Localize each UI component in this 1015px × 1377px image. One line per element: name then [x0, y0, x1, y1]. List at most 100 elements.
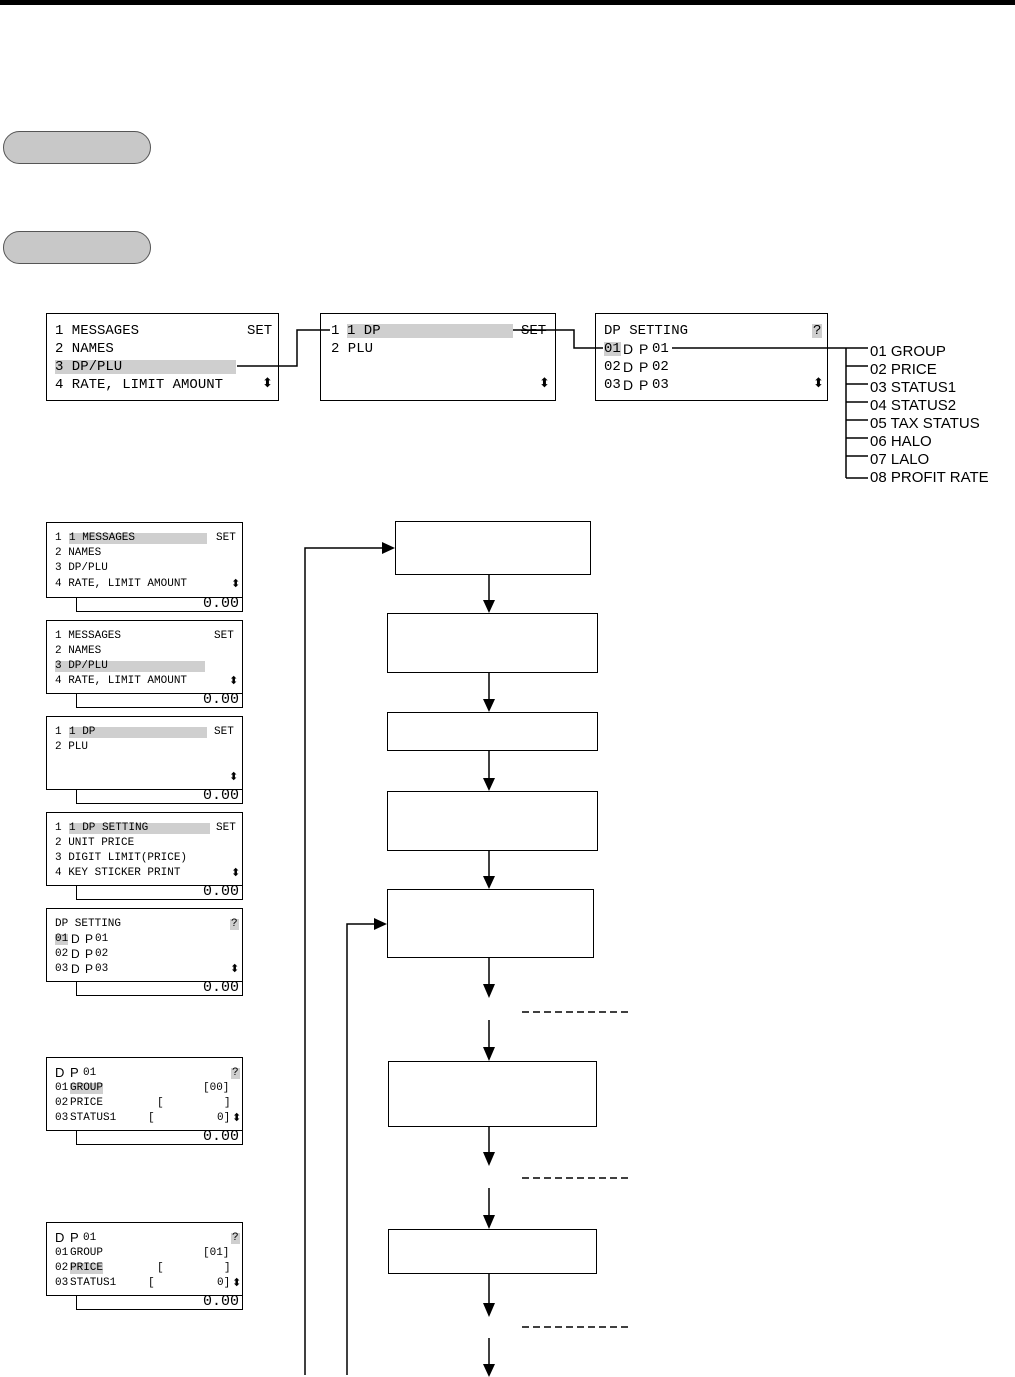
menu-line-prefix: 1 [55, 726, 69, 738]
item-status2: 04 STATUS2 [870, 397, 957, 414]
amount-tray: 0.00 [76, 980, 243, 996]
row-name-selected: GROUP [70, 1082, 104, 1094]
row-code: 03 [652, 377, 669, 393]
row-label: D P [623, 377, 650, 393]
flow-step-7 [388, 1229, 597, 1274]
row-bracket-close: 0] [217, 1277, 231, 1289]
row-bracket-close: ] [224, 1262, 231, 1274]
menu-line: 1 MESSAGES [55, 630, 122, 642]
menu-line: 2 NAMES [55, 341, 114, 357]
menu-line: 2 NAMES [55, 547, 102, 559]
section-tab-1 [3, 131, 151, 164]
amount-tray: 0.00 [76, 1294, 243, 1310]
row-label: D P [623, 359, 650, 375]
row-code: 02 [95, 948, 109, 960]
row-code: 03 [95, 963, 109, 975]
scroll-arrows-icon: ⬍ [229, 770, 239, 783]
amount-tray: 0.00 [76, 692, 243, 708]
menu-line-selected: 3 DP/PLU [55, 661, 205, 672]
lcd-screen-4: 1 1 DP SETTING SET 2 UNIT PRICE 3 DIGIT … [46, 812, 243, 886]
menu-line-selected: 3 DP/PLU [55, 360, 236, 374]
lcd-screen-7: D P 01 ? 01 GROUP [01] 02 PRICE [ ] 03 S… [46, 1222, 243, 1296]
screen-title-label: D P [55, 1230, 80, 1245]
amount-tray: 0.00 [76, 884, 243, 900]
screen-title-label: D P [55, 1065, 80, 1080]
menu-line: 4 RATE, LIMIT AMOUNT [55, 377, 224, 393]
row-number: 02 [55, 948, 69, 960]
scroll-arrows-icon: ⬍ [229, 674, 239, 687]
screen-title-code: 01 [83, 1232, 97, 1244]
item-price: 02 PRICE [870, 361, 937, 378]
menu-line-prefix: 1 [331, 323, 348, 339]
menu-line: 2 PLU [331, 341, 374, 357]
scroll-arrows-icon: ⬍ [230, 962, 240, 975]
menu-line: 2 PLU [55, 741, 89, 753]
row-label: D P [71, 947, 95, 961]
row-number: 01 [604, 341, 621, 357]
set-label: SET [216, 532, 236, 544]
menu-line-prefix: 1 [55, 822, 69, 834]
screen-title-code: 01 [83, 1067, 97, 1079]
item-profit-rate: 08 PROFIT RATE [870, 469, 989, 486]
set-label: SET [521, 323, 547, 339]
flow-step-6 [388, 1061, 597, 1127]
help-icon: ? [812, 323, 823, 339]
item-tax-status: 05 TAX STATUS [870, 415, 980, 432]
connector-root-to-dpplu [237, 329, 330, 367]
row-number: 03 [55, 963, 69, 975]
top-rule [0, 0, 1015, 5]
connector-dpplu-to-setting [513, 329, 603, 349]
lcd-root-menu: 1 MESSAGES SET 2 NAMES 3 DP/PLU 4 RATE, … [46, 313, 279, 401]
row-name-selected: PRICE [70, 1262, 104, 1274]
row-number: 03 [604, 377, 621, 393]
row-number: 01 [55, 1082, 69, 1094]
scroll-arrows-icon: ⬍ [231, 866, 241, 879]
row-name: PRICE [70, 1097, 104, 1109]
set-label: SET [247, 323, 273, 339]
set-label: SET [214, 630, 234, 642]
row-code: 01 [652, 341, 669, 357]
help-icon: ? [231, 1232, 240, 1244]
menu-line-selected: 1 DP [347, 324, 513, 338]
row-number: 01 [55, 933, 69, 945]
menu-line-selected: 1 DP [69, 727, 207, 738]
scroll-arrows-icon: ⬍ [262, 376, 273, 391]
row-bracket-open: [ [148, 1277, 155, 1289]
row-bracket-close: 0] [217, 1112, 231, 1124]
flow-step-2 [387, 613, 598, 673]
row-bracket-open: [ [157, 1262, 164, 1274]
row-label: D P [71, 932, 95, 946]
flow-step-5 [387, 889, 594, 958]
row-value: [00] [203, 1082, 230, 1094]
help-icon: ? [230, 918, 239, 930]
flow-step-3 [387, 712, 598, 751]
lcd-screen-1: 1 1 MESSAGES SET 2 NAMES 3 DP/PLU 4 RATE… [46, 522, 243, 598]
lcd-screen-3: 1 1 DP SET 2 PLU ⬍ [46, 716, 243, 790]
row-code: 01 [95, 933, 109, 945]
menu-line: 3 DP/PLU [55, 562, 108, 574]
row-label: D P [623, 341, 650, 357]
scroll-arrows-icon: ⬍ [232, 1276, 242, 1289]
row-code: 02 [652, 359, 669, 375]
row-number: 02 [55, 1262, 69, 1274]
row-bracket-open: [ [148, 1112, 155, 1124]
item-status1: 03 STATUS1 [870, 379, 957, 396]
menu-line: 4 RATE, LIMIT AMOUNT [55, 675, 188, 687]
row-bracket-open: [ [157, 1097, 164, 1109]
scroll-arrows-icon: ⬍ [232, 1111, 242, 1124]
lcd-dp-plu-menu: 1 1 DP SET 2 PLU ⬍ [320, 313, 556, 401]
menu-line-selected: 1 DP SETTING [69, 823, 210, 834]
row-number: 01 [55, 1247, 69, 1259]
menu-line: 2 UNIT PRICE [55, 837, 135, 849]
item-lalo: 07 LALO [870, 451, 930, 468]
loop-line-1 [304, 547, 382, 1375]
menu-line-prefix: 1 [55, 532, 69, 544]
menu-line: 4 KEY STICKER PRINT [55, 867, 181, 879]
row-number: 03 [55, 1277, 69, 1289]
row-number: 02 [55, 1097, 69, 1109]
set-label: SET [214, 726, 234, 738]
row-bracket-close: ] [224, 1097, 231, 1109]
scroll-arrows-icon: ⬍ [231, 577, 241, 590]
amount-tray: 0.00 [76, 596, 243, 612]
